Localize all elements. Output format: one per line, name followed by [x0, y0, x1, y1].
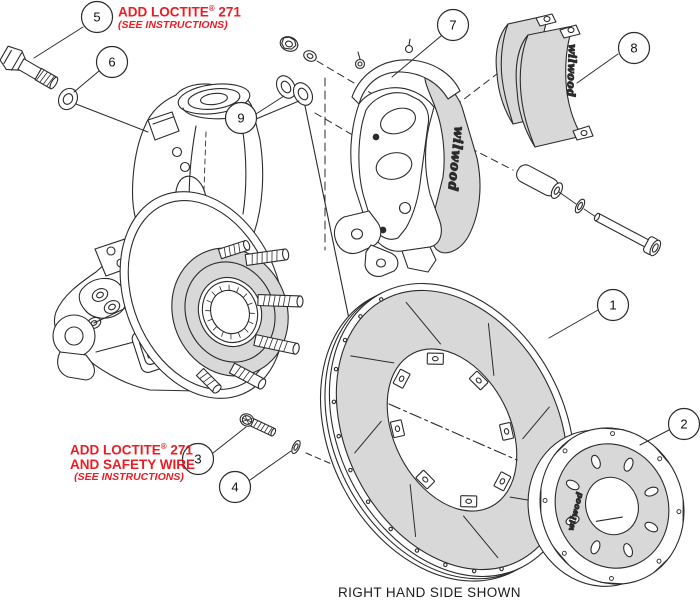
- registered-mark: ®: [160, 442, 167, 451]
- svg-text:9: 9: [237, 111, 244, 126]
- caliper-brand-text: wilwood: [444, 126, 466, 193]
- rotor-slots: [350, 301, 554, 559]
- caliper-mount-washers: [275, 75, 314, 106]
- callout-7: 7: [436, 8, 470, 42]
- wheel-studs: [195, 239, 304, 394]
- callouts: 1 2 3 4 5 6 7 8 9: [80, 0, 700, 504]
- svg-text:1: 1: [609, 298, 616, 313]
- rotor-bolt: [239, 413, 277, 437]
- brake-caliper: wilwood: [333, 38, 481, 277]
- registered-mark: ®: [208, 4, 215, 13]
- loctite-note-bottom-line2: AND SAFETY WIRE: [70, 456, 196, 472]
- caliper-nut-washer: [303, 50, 317, 62]
- spline-bore: [205, 284, 255, 340]
- svg-text:5: 5: [93, 10, 100, 25]
- svg-text:8: 8: [630, 41, 637, 56]
- pad-retainer-hardware: [516, 164, 662, 257]
- rotor-mount-tabs: [389, 352, 515, 508]
- hat-scallops: [540, 427, 684, 585]
- callout-8: 8: [617, 31, 651, 65]
- loctite-note-bottom-line1: ADD LOCTITE® 271: [70, 442, 193, 458]
- callout-4: 4: [218, 470, 252, 504]
- svg-text:4: 4: [231, 480, 238, 495]
- loctite-note-top-line2: (SEE INSTRUCTIONS): [118, 18, 228, 31]
- callout-9: 9: [224, 101, 258, 135]
- callout-5: 5: [80, 0, 114, 34]
- callout-1: 1: [596, 288, 630, 322]
- pad-brand-text: wilwood: [564, 44, 579, 98]
- loctite-note-bottom-line3: (SEE INSTRUCTIONS): [74, 470, 184, 483]
- upper-mount-bolt: [0, 45, 59, 90]
- brake-pads: wilwood: [495, 13, 594, 148]
- callout-2: 2: [667, 407, 700, 441]
- loctite-note-bottom: ADD LOCTITE® 271 AND SAFETY WIRE (SEE IN…: [70, 442, 196, 483]
- upper-mount-washer: [57, 87, 79, 111]
- rotor-bolt-washer: [291, 439, 301, 455]
- loctite-note-top-line1: ADD LOCTITE® 271: [118, 4, 241, 20]
- hat-lug-holes: [565, 454, 659, 558]
- svg-text:3: 3: [194, 452, 201, 467]
- rotor-hat: [527, 427, 685, 587]
- caliper-nut: [279, 36, 299, 52]
- rotor-axis-centerline: [388, 403, 518, 461]
- rotor-rim-dots: [331, 297, 504, 574]
- leader-lines: [33, 26, 670, 481]
- svg-text:6: 6: [108, 55, 115, 70]
- svg-text:7: 7: [449, 18, 456, 33]
- diagram-caption: RIGHT HAND SIDE SHOWN: [338, 585, 521, 600]
- loctite-note-top: ADD LOCTITE® 271 (SEE INSTRUCTIONS): [118, 4, 241, 31]
- wheel-hub: [171, 239, 304, 394]
- callout-3: 3: [181, 442, 215, 476]
- callout-6: 6: [95, 45, 129, 79]
- svg-text:2: 2: [680, 417, 687, 432]
- brake-rotor: [319, 282, 576, 582]
